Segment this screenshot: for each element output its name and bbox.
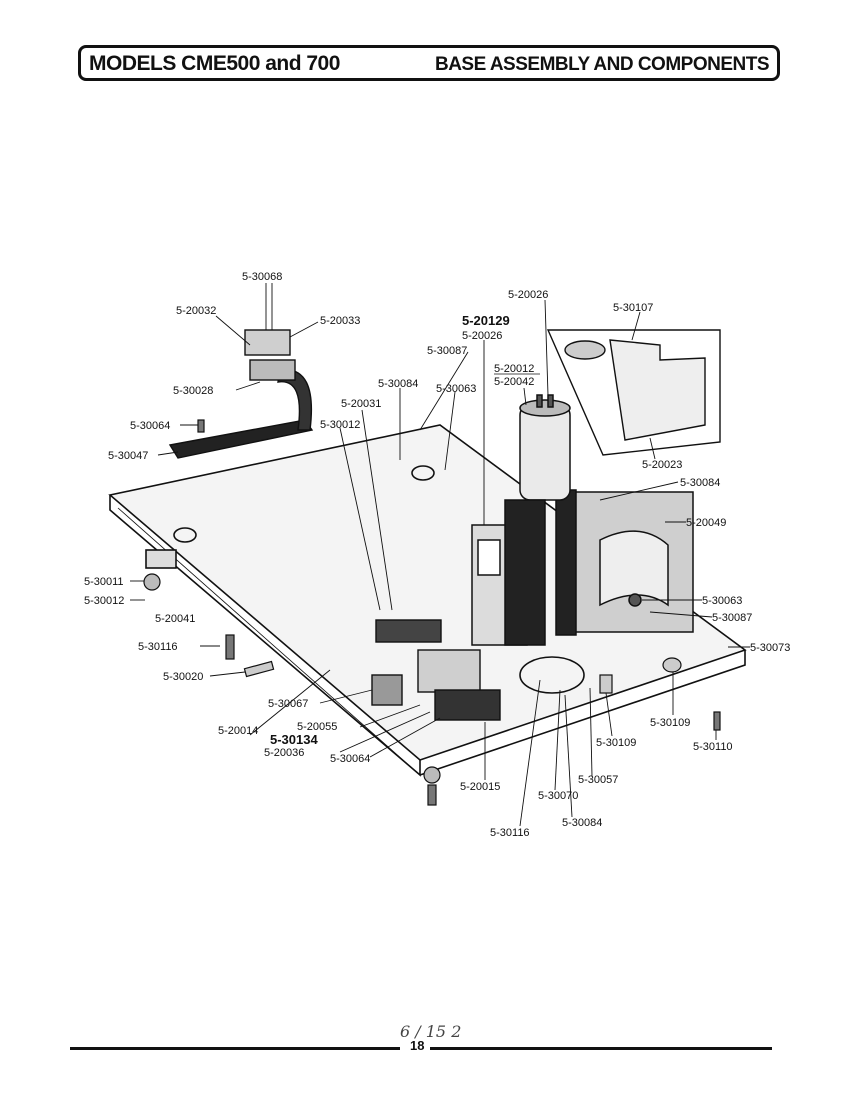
part-labels: 5-30068 5-20032 5-20033 5-30028 5-30064 … <box>84 271 790 839</box>
door-switch-bracket <box>168 329 314 459</box>
page-header: MODELS CME500 and 700 BASE ASSEMBLY AND … <box>78 45 780 81</box>
label-5-30084-c: 5-30084 <box>378 378 418 390</box>
magnetron <box>471 499 546 646</box>
handwritten-note: 6 / 15 2 <box>400 1022 462 1041</box>
label-5-30084: 5-30084 <box>562 817 602 829</box>
label-5-20032: 5-20032 <box>176 305 216 317</box>
label-5-30063: 5-30063 <box>702 595 742 607</box>
label-5-20026: 5-20026 <box>508 289 548 301</box>
label-5-30064: 5-30064 <box>130 420 170 432</box>
inset-detail <box>546 329 721 456</box>
label-5-30109-b: 5-30109 <box>650 717 690 729</box>
label-5-20012: 5-20012 <box>494 363 534 375</box>
label-5-30087: 5-30087 <box>712 612 752 624</box>
footer-rule-left <box>70 1047 400 1050</box>
label-5-20055: 5-20055 <box>297 721 337 733</box>
label-5-30116-b: 5-30116 <box>490 827 530 839</box>
label-5-20023: 5-20023 <box>642 459 682 471</box>
label-5-30084-b: 5-30084 <box>680 477 720 489</box>
label-5-30063-b: 5-30063 <box>436 383 476 395</box>
capacitor <box>519 394 571 501</box>
transformer <box>555 489 694 636</box>
label-5-20033: 5-20033 <box>320 315 360 327</box>
leader-lines <box>130 283 750 827</box>
control-board <box>371 619 501 721</box>
label-5-30012: 5-30012 <box>84 595 124 607</box>
label-5-30134: 5-30134 <box>270 732 318 747</box>
label-5-20042: 5-20042 <box>494 376 534 388</box>
label-5-30011: 5-30011 <box>84 576 124 588</box>
section-title: BASE ASSEMBLY AND COMPONENTS <box>434 54 770 75</box>
label-5-30068: 5-30068 <box>242 271 282 283</box>
label-5-20036: 5-20036 <box>264 747 304 759</box>
label-5-30116: 5-30116 <box>138 641 178 653</box>
label-5-30020: 5-30020 <box>163 671 203 683</box>
label-5-30067: 5-30067 <box>268 698 308 710</box>
label-5-30047: 5-30047 <box>108 450 148 462</box>
label-5-30064-b: 5-30064 <box>330 753 370 765</box>
label-5-30107: 5-30107 <box>613 302 653 314</box>
label-5-20014: 5-20014 <box>218 725 258 737</box>
label-5-30109: 5-30109 <box>596 737 636 749</box>
label-5-30028: 5-30028 <box>173 385 213 397</box>
model-title: MODELS CME500 and 700 <box>89 52 340 75</box>
label-5-20015: 5-20015 <box>460 781 500 793</box>
footer-rule-right <box>430 1047 772 1050</box>
label-5-30110: 5-30110 <box>693 741 733 753</box>
label-5-20031: 5-20031 <box>341 398 381 410</box>
base-tray <box>108 424 747 777</box>
label-5-20049: 5-20049 <box>686 517 726 529</box>
page-number: 18 <box>410 1038 425 1053</box>
label-5-30073: 5-30073 <box>750 642 790 654</box>
label-5-20129: 5-20129 <box>462 313 510 328</box>
label-5-30057: 5-30057 <box>578 774 618 786</box>
label-5-20026-b: 5-20026 <box>462 330 502 342</box>
label-5-30087-b: 5-30087 <box>427 345 467 357</box>
label-5-30012-b: 5-30012 <box>320 419 360 431</box>
label-5-20041: 5-20041 <box>155 613 195 625</box>
label-5-30070: 5-30070 <box>538 790 578 802</box>
small-parts <box>143 419 721 806</box>
